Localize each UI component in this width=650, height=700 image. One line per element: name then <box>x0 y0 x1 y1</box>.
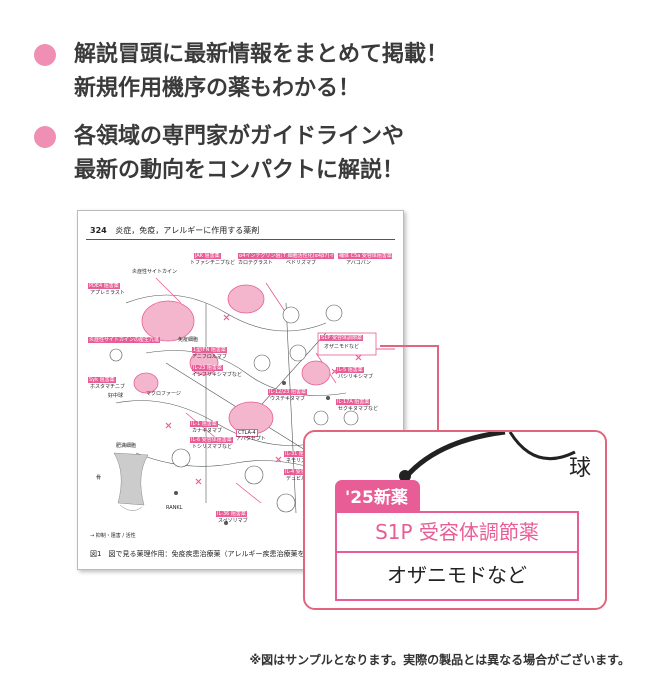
label-integrin: α4インテグリン阻害薬 <box>238 253 292 259</box>
feature-list: 解説冒頭に最新情報をまとめて掲載！ 新規作用機序の薬もわかる！ 各領域の専門家が… <box>34 38 634 202</box>
footnote: ※図はサンプルとなります。実際の製品とは異なる場合がございます。 <box>249 653 630 667</box>
page-header-title: 炎症，免疫，アレルギーに作用する薬剤 <box>115 226 260 235</box>
label-immune-cell: 免疫細胞 <box>178 337 199 343</box>
label-s1p: S1P 受容体調節薬 <box>320 335 363 341</box>
label-b7-drug: ベドリズマブ <box>286 260 317 266</box>
page-header: 324 炎症，免疫，アレルギーに作用する薬剤 <box>90 225 259 236</box>
label-ifn-drug: アニフロルマブ <box>192 354 227 360</box>
label-il31-drug: ネモリズマブ <box>286 458 317 464</box>
bullet-dot-icon <box>34 126 56 148</box>
sample-page: 324 炎症，免疫，アレルギーに作用する薬剤 <box>77 210 404 570</box>
label-il36: IL-36 阻害薬 <box>216 511 247 517</box>
pharmacology-diagram: JAK 阻害薬 トファシチニブなど α4インテグリン阻害薬 カロテグラスト T … <box>86 243 395 545</box>
figure-caption: 図1 図で見る薬理作用：免疫疾患治療薬（アレルギー疾患治療薬を <box>90 550 305 558</box>
label-il1223: IL-12/23 阻害薬 <box>268 389 307 395</box>
feature-text: 最新の動向をコンパクトに解説！ <box>74 158 405 183</box>
page-number: 324 <box>90 226 107 235</box>
diagram-graphics <box>109 277 395 525</box>
label-inflammatory: 炎症性サイトカイン <box>132 269 178 275</box>
drug-class-box: S1P 受容体調節薬 オザニモドなど <box>335 511 579 601</box>
label-pde4-drug: アプレミラスト <box>90 290 125 296</box>
label-il23-drug: インフリキシマブなど <box>192 372 242 378</box>
diagram-legend: → 抑制・阻害 / 活性 <box>90 533 136 539</box>
label-il31: IL-31 阻害薬 <box>284 451 315 457</box>
label-ctla4: CTLA-4 <box>236 429 258 437</box>
feature-item: 解説冒頭に最新情報をまとめて掲載！ 新規作用機序の薬もわかる！ <box>34 38 634 106</box>
label-c5a-drug: アバコパン <box>346 260 372 266</box>
zoom-connector <box>380 345 439 432</box>
label-b7: T 細胞活性化(α4β7)インテグリン抗体薬 <box>282 253 334 259</box>
label-jak-drug: トファシチニブなど <box>190 260 236 266</box>
label-il5-drug: パシリキシマブ <box>338 374 374 380</box>
label-il4-drug: デュピルマブ <box>286 476 317 482</box>
zoom-background-text: 球 <box>568 456 591 481</box>
label-il5: IL-5 阻害薬 <box>336 367 364 373</box>
label-il36-drug: スペソリマブ <box>218 518 248 524</box>
zoom-callout: 球 '25新薬 S1P 受容体調節薬 オザニモドなど <box>303 430 607 610</box>
feature-text: 解説冒頭に最新情報をまとめて掲載！ <box>74 42 449 67</box>
header-rule <box>86 239 395 240</box>
feature-text: 各領域の専門家がガイドラインや <box>74 124 405 149</box>
label-macrophage: マクロファージ <box>146 391 181 397</box>
bullet-dot-icon <box>34 44 56 66</box>
drug-class-title: S1P 受容体調節薬 <box>337 513 577 553</box>
label-syk: Syk 阻害薬 <box>88 377 116 383</box>
label-neutrophil: 好中球 <box>108 393 124 399</box>
label-il17a: IL-17A 阻害薬 <box>336 399 371 405</box>
label-s1p-drug: オザニモドなど <box>324 344 360 350</box>
label-generation: 炎症性サイトカインの産生亢進 <box>88 337 161 343</box>
label-syk-drug: ホスタマチニブ <box>90 384 126 390</box>
label-il23: IL-23 阻害薬 <box>192 365 223 371</box>
label-jak: JAK 阻害薬 <box>194 253 221 259</box>
label-pde4: PDE4 阻害薬 <box>88 283 120 289</box>
new-drug-tag: '25新薬 <box>335 480 420 511</box>
label-mast: 肥満細胞 <box>116 443 137 449</box>
label-il6: IL-6 受容体阻害薬 <box>190 437 233 443</box>
feature-item: 各領域の専門家がガイドラインや 最新の動向をコンパクトに解説！ <box>34 120 634 188</box>
label-il1: IL-1 阻害薬 <box>190 421 218 427</box>
label-integrin-drug: カロテグラスト <box>238 260 273 266</box>
label-il17a-drug: セクキヌマブなど <box>338 406 379 412</box>
label-bone: 骨 <box>96 475 102 481</box>
label-ctla4-drug: アバタセプト <box>236 436 266 442</box>
label-rankl: RANKL <box>166 505 183 511</box>
label-il1223-drug: ウステキヌマブ <box>270 396 306 402</box>
feature-text: 新規作用機序の薬もわかる！ <box>74 76 361 101</box>
label-c5a: 補体 C5a 受容体阻害薬 <box>338 253 392 259</box>
label-il6-drug: トシリズマブなど <box>192 444 233 450</box>
label-ifn: 1型IFN 阻害薬 <box>192 347 227 353</box>
drug-class-example: オザニモドなど <box>387 563 527 587</box>
label-il1-drug: カナキヌマブ <box>192 428 223 434</box>
